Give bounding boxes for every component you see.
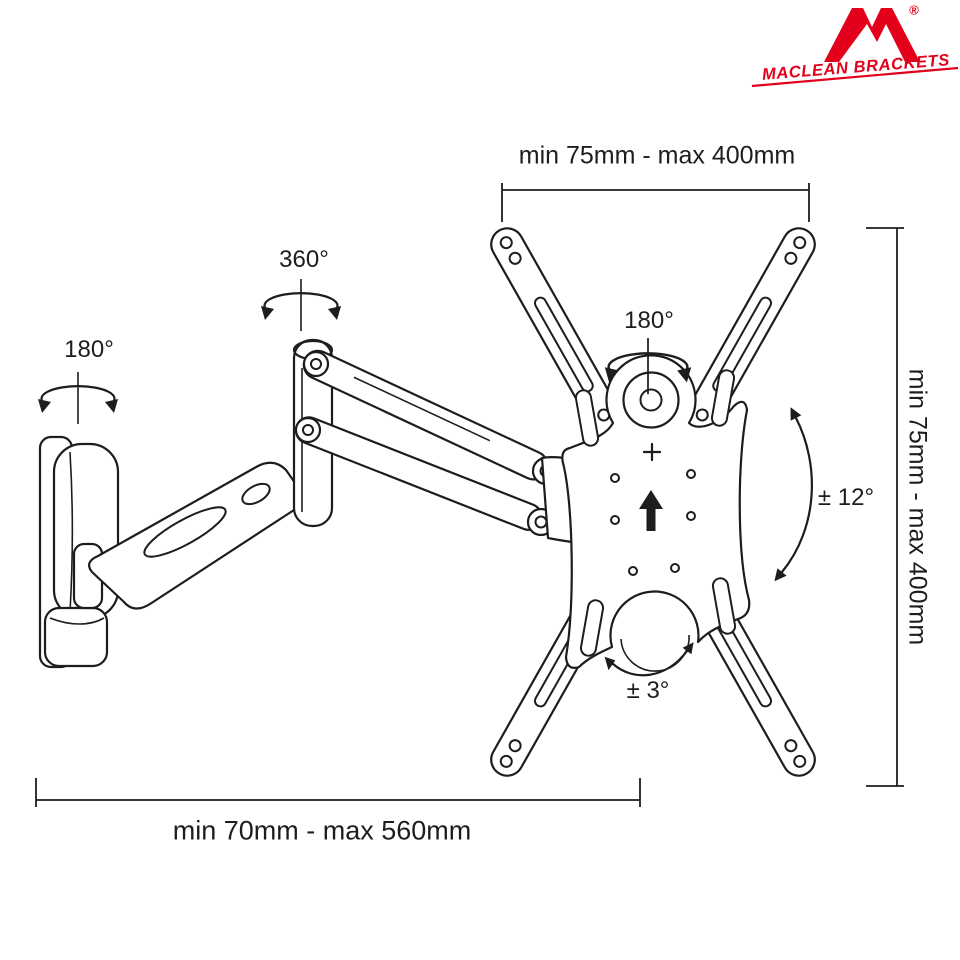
plate-hub-ring [622, 371, 680, 429]
vesa-center-plate [561, 354, 751, 672]
vesa-arm-top-left [490, 227, 634, 455]
dimension-top-label: min 75mm - max 400mm [518, 141, 796, 170]
cross-keyhole [642, 442, 662, 462]
rotation-symbol-arm [259, 277, 343, 333]
maclean-logo [751, 8, 959, 88]
level-adjust-angle-label: ± 3° [626, 677, 670, 704]
dimension-right-label: min 75mm - max 400mm [903, 368, 932, 646]
dimension-line-top [501, 183, 810, 222]
arm-swivel-angle-label: 360° [279, 246, 329, 273]
registered-trademark: ® [909, 2, 919, 18]
dimension-bottom-label: min 70mm - max 560mm [172, 815, 472, 846]
plate-rotation-angle-label: 180° [624, 307, 674, 334]
tilt-arc [774, 407, 814, 582]
rotation-symbol-wall [36, 370, 120, 426]
dimension-line-right [866, 227, 904, 787]
up-arrow-icon [639, 490, 663, 531]
wall-swivel-angle-label: 180° [64, 336, 114, 363]
brand-underline [751, 66, 959, 88]
level-adjust-arc [604, 642, 694, 677]
tilt-angle-label: ± 12° [817, 484, 875, 511]
dimension-line-bottom [35, 778, 641, 807]
maclean-m-icon [824, 8, 920, 62]
lower-swivel-arm [88, 461, 305, 610]
